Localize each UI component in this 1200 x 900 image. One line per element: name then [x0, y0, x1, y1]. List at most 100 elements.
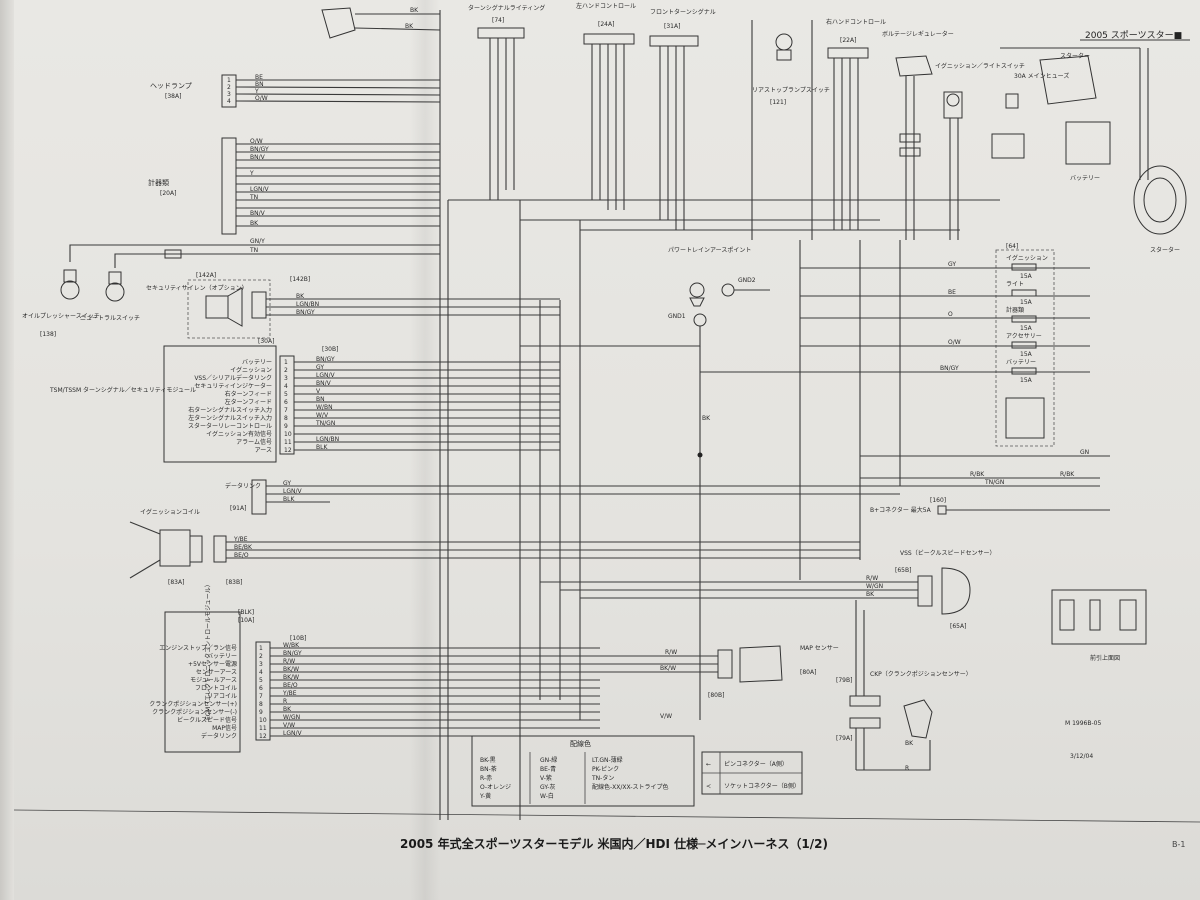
ecm-pin-number: 8	[259, 701, 263, 708]
legend-entry: LT.GN-薄緑	[592, 756, 623, 764]
legend-entry: R-赤	[480, 775, 492, 782]
wire-r-8: R/BK	[1060, 471, 1075, 478]
ecm-wire-label: BK/W	[283, 674, 299, 681]
tsm-pin-label: アラーム信号	[236, 438, 272, 446]
wire-r-6: R/BK	[970, 471, 985, 478]
legend-entry: BE-青	[540, 765, 556, 773]
fuse-amp: 15A	[1020, 377, 1033, 384]
wire-sp-8: TN	[249, 194, 258, 201]
svg-text:BK: BK	[405, 23, 414, 30]
datalink-label: データリンク	[225, 482, 261, 490]
fuse-block-conn: [64]	[1006, 243, 1018, 250]
tsm-pin-number: 9	[284, 423, 288, 430]
fuse-body	[1011, 315, 1037, 323]
legend-entry: GY-灰	[540, 783, 555, 791]
voltage-regulator: ボルテージレギュレーター	[882, 30, 954, 240]
ecm-pin-number: 4	[259, 669, 263, 676]
fuse-label: ライト	[1006, 281, 1024, 288]
ecm-pin-label: データリンク	[201, 732, 237, 740]
tsm-pin-number: 11	[284, 439, 292, 446]
tsm-wire-label: TN/GN	[315, 420, 335, 427]
fuse-label: バッテリー	[1006, 359, 1036, 366]
wire-dl-1: GY	[283, 480, 291, 487]
legend-socket: ソケットコネクター（B側）	[724, 782, 800, 790]
tsm-pin-label: VSS／シリアルデータリンク	[194, 374, 272, 382]
tsm-wire-label: V	[316, 388, 321, 395]
wire-vss-3: BK	[866, 591, 875, 598]
ecm-blk: [BLK]	[238, 609, 254, 616]
tsm-pin-number: 7	[284, 407, 288, 414]
oil-switch-label: オイルプレッシャースイッチ	[22, 313, 100, 320]
right-wires: GY BE O O/W BN/GY R/BK TN/GN R/BK GN	[700, 261, 1110, 487]
wire-map-2: BK/W	[660, 665, 676, 672]
ecm-pin-number: 10	[259, 717, 267, 724]
tsm-pin-label: 右ターンフィード	[225, 390, 272, 398]
vss-conn: [65B]	[895, 567, 911, 574]
coil-label: イグニッションコイル	[140, 508, 200, 516]
cross-wires: GN/Y TN	[69, 238, 440, 268]
tsm-pin-label: アース	[255, 447, 272, 454]
page-edge	[0, 0, 14, 900]
tsm-pin-label: スターターリレーコントロール	[188, 422, 272, 430]
lhc-conn: [24A]	[598, 21, 614, 28]
rhc-label: 右ハンドコントロール	[826, 18, 886, 26]
wire-gnd: BK	[702, 415, 711, 422]
stop-switch-conn: [121]	[770, 99, 786, 106]
wire-sp-5: Y	[249, 170, 254, 177]
legend-entry: PK-ピンク	[592, 766, 619, 773]
wire-r-2: BE	[948, 289, 956, 296]
bplus-connector: [160] B+コネクター 最大5A	[870, 497, 1110, 515]
neutral-switch-label: ニュートラルスイッチ	[80, 315, 140, 322]
legend-pin: ピンコネクター（A側）	[724, 760, 788, 768]
ecm-pin-number: 6	[259, 685, 263, 692]
ecm-wire-label: BK/W	[283, 666, 299, 673]
wire-coil-2: BE/BK	[234, 544, 253, 551]
svg-text:BK: BK	[410, 7, 419, 14]
ecm-pin-number: 5	[259, 677, 263, 684]
data-link: データリンク [91A] GY LGN/V BLK	[225, 479, 900, 515]
rear-stop-switch: リアストップランプスイッチ [121]	[751, 20, 830, 240]
ecm-pin-label: バッテリー	[207, 653, 237, 660]
siren-label: セキュリティサイレン（オプション）	[146, 285, 248, 292]
wire-sp-2: BN/GY	[250, 146, 269, 153]
ecm-pin-number: 1	[259, 645, 263, 652]
datalink-conn: [91A]	[230, 505, 246, 512]
ecm-pin-label: エンジンストップ／ラン信号	[159, 644, 237, 652]
coil-conn2: [83B]	[226, 579, 242, 586]
fuse-body	[1011, 263, 1037, 271]
wire-ckp-1: R	[905, 765, 909, 772]
front-turn-conn: [31A]	[664, 23, 680, 30]
legend-title: 配線色	[570, 739, 591, 748]
oil-switch-conn: [138]	[40, 331, 56, 338]
vss-label: VSS（ビークルスピードセンサー）	[900, 549, 996, 557]
wire-siren-3: BN/GY	[296, 309, 315, 316]
siren-conn: [142A]	[196, 272, 216, 279]
wire-coil-3: BE/O	[234, 552, 249, 559]
legend-entry: BN-茶	[480, 765, 497, 773]
top-left-connector: BK BK	[321, 7, 441, 39]
tsm-pin-label: バッテリー	[242, 359, 272, 366]
legend-entry: Y-黄	[479, 792, 491, 800]
model-header: 2005 スポーツスター■	[1085, 31, 1183, 41]
wire-map-3: V/W	[660, 713, 672, 720]
front-turn-connector: フロントターンシグナル [31A]	[649, 8, 716, 230]
starter-motor: スターター	[1133, 165, 1187, 254]
legend-entry: 配線色-XX/XX-ストライプ色	[592, 783, 669, 791]
fuse-amp: 15A	[1020, 273, 1033, 280]
neutral-switch: ニュートラルスイッチ	[80, 271, 140, 322]
legend-entry: V-紫	[540, 774, 552, 782]
tsm-wire-label: BN	[316, 396, 325, 403]
page-number: B-1	[1172, 840, 1186, 849]
ign-switch-label: イグニッション／ライトスイッチ	[935, 62, 1025, 70]
ecm-pin-number: 7	[259, 693, 263, 700]
tsm-module: TSM/TSSM ターンシグナル／セキュリティモジュール [30A] [30B]…	[49, 338, 560, 463]
wire-dl-2: LGN/V	[283, 488, 303, 495]
tsm-pin-number: 4	[284, 383, 288, 390]
fuse-label: アクセサリー	[1006, 333, 1042, 340]
bplus-label: B+コネクター 最大5A	[870, 506, 932, 514]
wire-hl-1: BE	[255, 74, 263, 81]
tsm-pin-label: イグニッション有効信号	[206, 430, 272, 438]
legend-entry: GN-緑	[540, 756, 557, 764]
wire-hl-2: BN	[255, 81, 264, 88]
